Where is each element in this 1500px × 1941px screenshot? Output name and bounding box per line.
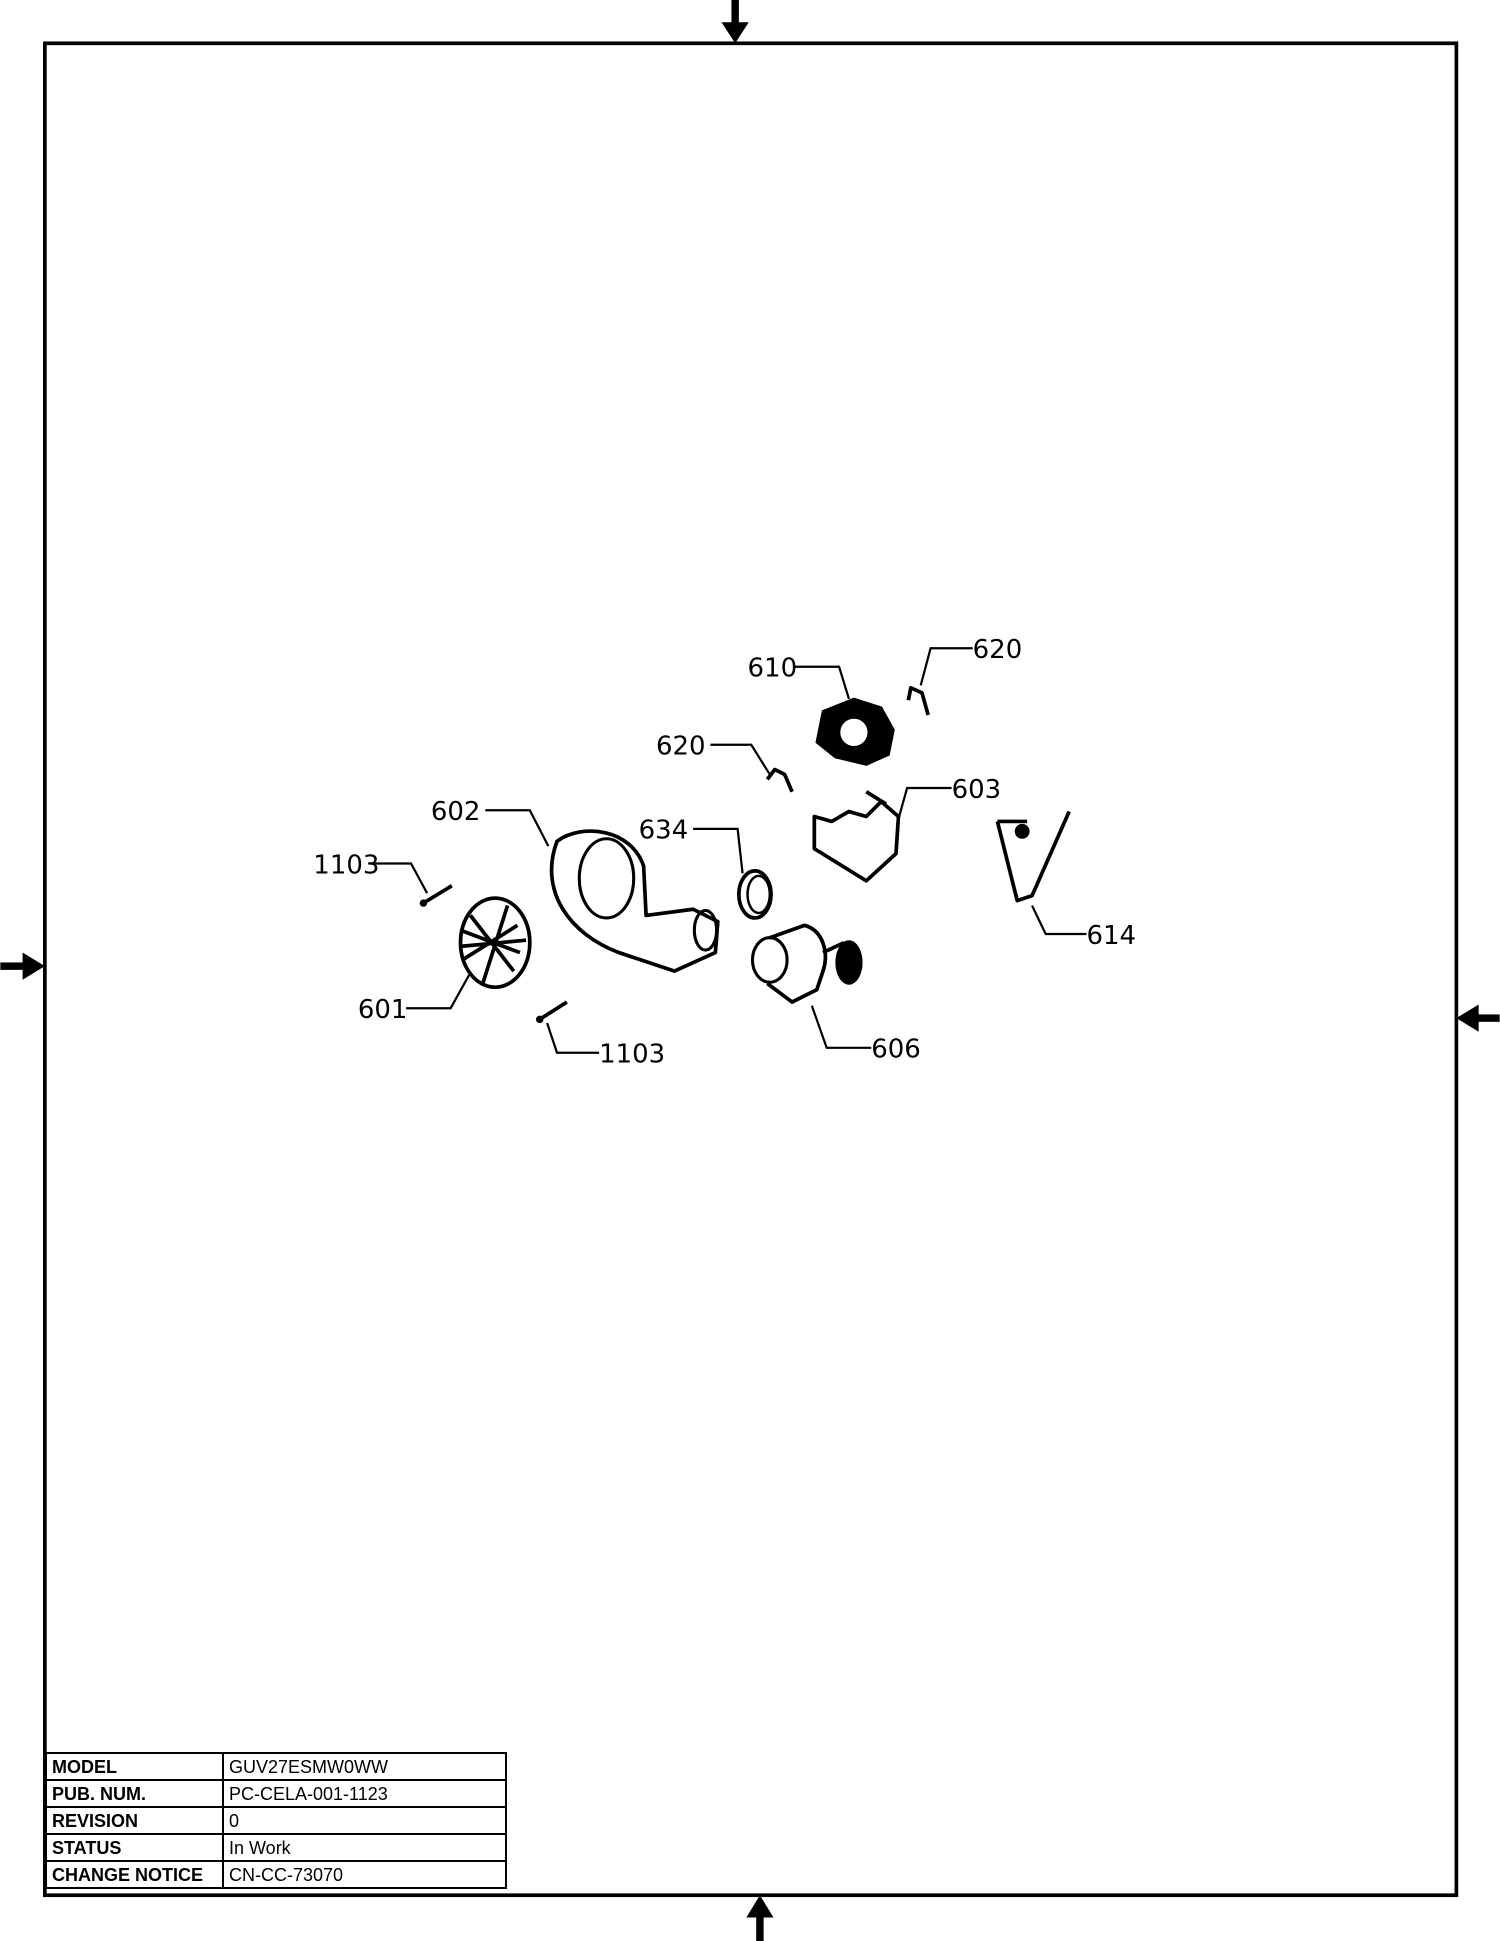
callout-602: 602 [431,797,481,827]
arrow-right-icon [1456,1004,1500,1032]
arrow-top-icon [721,0,749,44]
row-label: REVISION [45,1806,224,1835]
leader-lines [368,647,1087,1054]
row-value: PC-CELA-001-1123 [222,1779,507,1808]
part-601-blower-wheel [458,896,532,990]
arrow-left-icon [0,952,45,980]
callout-620-left: 620 [656,732,706,762]
part-620-clip-top [906,685,930,716]
row-label: CHANGE NOTICE [45,1860,224,1889]
row-label: STATUS [45,1833,224,1862]
part-1103-screw-top [419,884,453,907]
arrow-bottom-icon [746,1895,774,1941]
callout-610: 610 [748,654,798,684]
part-603-bracket [812,790,901,883]
part-620-clip-left [765,767,794,793]
part-606-duct-elbow [750,923,863,1004]
title-block-row: PUB. NUM.PC-CELA-001-1123 [45,1779,507,1808]
row-value: GUV27ESMW0WW [222,1752,507,1781]
part-1103-screw-bottom [535,1000,568,1024]
callout-1103-top: 1103 [313,850,379,880]
row-value: In Work [222,1833,507,1862]
callout-634: 634 [639,816,689,846]
row-label: MODEL [45,1752,224,1781]
callout-620-top: 620 [973,635,1023,665]
part-634-ring [737,869,773,920]
callout-606: 606 [871,1035,921,1065]
callout-601: 601 [358,995,408,1025]
row-value: 0 [222,1806,507,1835]
part-610-motor [815,697,895,766]
part-614-bracket [995,810,1071,903]
row-label: PUB. NUM. [45,1779,224,1808]
drawing-frame [43,41,1459,1898]
callout-1103-bottom: 1103 [599,1040,665,1070]
row-value: CN-CC-73070 [222,1860,507,1889]
callout-603: 603 [952,775,1002,805]
part-602-blower-housing [549,829,720,973]
callout-614: 614 [1086,921,1136,951]
